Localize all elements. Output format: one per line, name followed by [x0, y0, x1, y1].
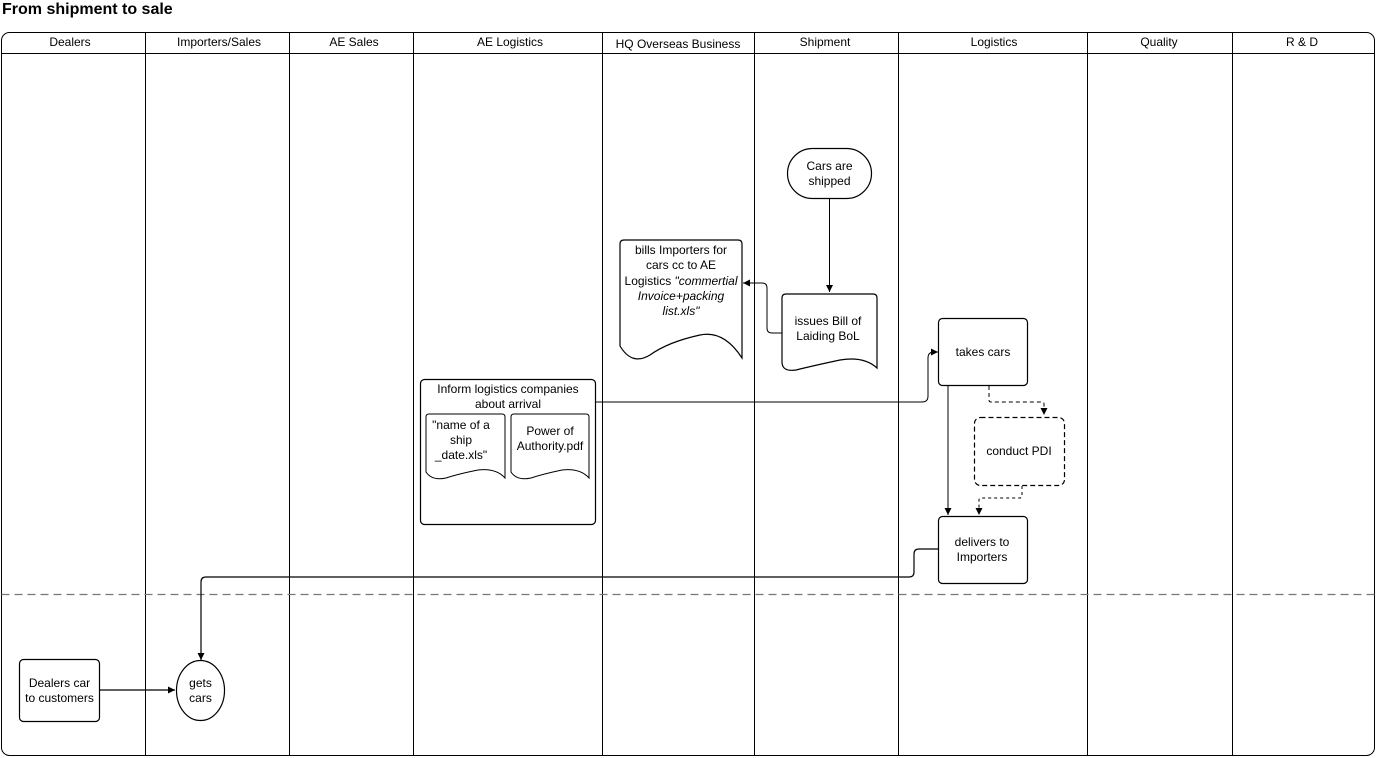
- node-delivers-to-importers[interactable]: delivers to Importers: [937, 515, 1029, 585]
- node-dealers-car[interactable]: Dealers car to customers: [18, 658, 101, 723]
- node-dealers-car-line2: to customers: [25, 691, 94, 705]
- node-bills-importers-line2: cars cc to AE: [646, 258, 716, 272]
- node-cars-shipped[interactable]: Cars are shipped: [786, 147, 873, 200]
- node-issues-bol-line2: Laiding BoL: [796, 329, 860, 343]
- node-cars-shipped-line2: shipped: [808, 174, 850, 188]
- lane-header-logistics: Logistics: [971, 35, 1018, 49]
- node-gets-cars-line2: cars: [189, 691, 212, 705]
- node-ship-date-doc-line2: ship: [450, 433, 472, 447]
- lane-header-quality: Quality: [1140, 35, 1177, 49]
- node-conduct-pdi-label: conduct PDI: [986, 444, 1051, 458]
- lane-header-ae-logistics: AE Logistics: [477, 35, 543, 49]
- node-gets-cars-line1: gets: [189, 676, 212, 690]
- node-bills-importers-line4: Invoice+packing: [638, 289, 725, 303]
- lane-header-dealers: Dealers: [49, 35, 90, 49]
- node-issues-bol-line1: issues Bill of: [795, 314, 862, 328]
- node-bills-importers-line3-italic: "commertial: [675, 274, 738, 288]
- node-dealers-car-line1: Dealers car: [29, 676, 90, 690]
- lane-dividers: [145, 32, 1233, 756]
- node-bills-importers-line5: list.xls": [663, 304, 701, 318]
- node-ship-date-doc-line1: "name of a: [432, 418, 490, 432]
- lane-header-shipment: Shipment: [800, 35, 851, 49]
- node-delivers-line1: delivers to: [955, 535, 1010, 549]
- node-delivers-line2: Importers: [957, 550, 1008, 564]
- node-inform-logistics-line1: Inform logistics companies: [437, 382, 578, 396]
- lane-header-importers-sales: Importers/Sales: [177, 35, 261, 49]
- node-ship-date-doc-line3: _date.xls": [434, 448, 487, 462]
- node-bills-importers-line3-plain: Logistics: [625, 274, 675, 288]
- node-power-of-authority-line2: Authority.pdf: [517, 439, 584, 453]
- node-cars-shipped-line1: Cars are: [806, 159, 852, 173]
- lane-header-r-and-d: R & D: [1286, 35, 1318, 49]
- node-power-of-authority-doc[interactable]: Power of Authority.pdf: [510, 413, 590, 480]
- node-takes-cars-label: takes cars: [956, 345, 1011, 359]
- page-title: From shipment to sale: [2, 1, 173, 18]
- lane-header-hq-overseas-business: HQ Overseas Business: [616, 37, 741, 51]
- lane-header-ae-sales: AE Sales: [329, 35, 378, 49]
- node-bills-importers[interactable]: bills Importers for cars cc to AE Logist…: [619, 239, 743, 361]
- edge-inform-to-takes: [596, 348, 938, 403]
- node-inform-logistics-line2: about arrival: [475, 397, 541, 411]
- node-gets-cars[interactable]: gets cars: [175, 659, 226, 722]
- edge-bol-to-bills: [743, 279, 782, 334]
- edge-pdi-to-delivers: [975, 486, 1023, 515]
- node-ship-date-doc[interactable]: "name of a ship _date.xls": [425, 413, 506, 480]
- node-issues-bol[interactable]: issues Bill of Laiding BoL: [781, 293, 878, 371]
- node-conduct-pdi[interactable]: conduct PDI: [973, 416, 1066, 487]
- node-bills-importers-line1: bills Importers for: [635, 243, 727, 257]
- node-bills-importers-line3: Logistics "commertial: [625, 274, 738, 288]
- edge-takes-to-pdi: [988, 386, 1048, 415]
- node-takes-cars[interactable]: takes cars: [937, 317, 1029, 387]
- lane-headers: Dealers Importers/Sales AE Sales AE Logi…: [49, 35, 1318, 51]
- edge-delivers-to-gets: [197, 548, 939, 660]
- pool-frame: [1, 32, 1375, 756]
- node-power-of-authority-line1: Power of: [526, 424, 574, 438]
